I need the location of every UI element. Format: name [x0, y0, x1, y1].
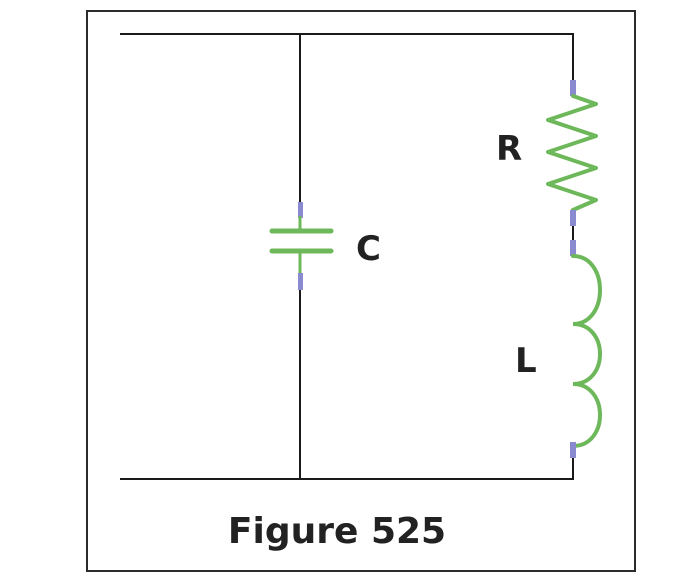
circuit-wires [120, 33, 574, 480]
resistor-terminal-bottom [570, 210, 576, 226]
capacitor-terminal-bottom [298, 273, 303, 290]
resistor-label: R [496, 129, 522, 169]
inductor-terminal-bottom [570, 442, 576, 458]
inductor-coil [571, 254, 602, 448]
figure-caption: Figure 525 [228, 511, 446, 552]
inductor [570, 240, 602, 458]
resistor-terminal-top [570, 80, 576, 96]
capacitor-label: C [356, 229, 381, 269]
capacitor [269, 202, 334, 290]
resistor-zigzag [546, 94, 598, 212]
inductor-terminal-top [570, 240, 576, 256]
capacitor-terminal-top [298, 202, 303, 218]
resistor [546, 80, 598, 226]
inductor-label: L [515, 341, 537, 381]
